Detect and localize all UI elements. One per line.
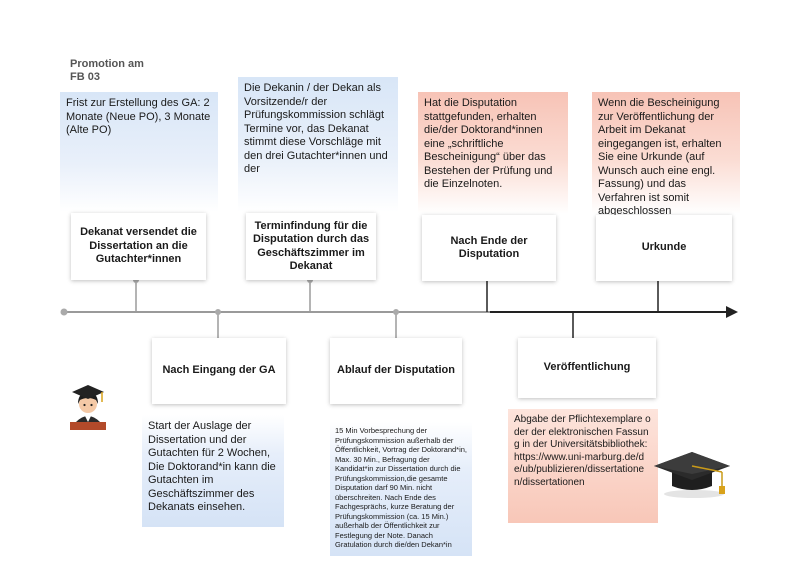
- timeline-start-dot: [60, 308, 68, 316]
- step-description: Hat die Disputation stattgefunden, erhal…: [418, 92, 568, 214]
- timeline-arrowhead: [726, 306, 738, 318]
- connector-dot: [393, 309, 399, 315]
- connector-dot: [215, 309, 221, 315]
- step-description: Die Dekanin / der Dekan als Vorsitzende/…: [238, 77, 398, 212]
- graduate-avatar-icon: [70, 385, 106, 430]
- step-description: Wenn die Bescheinigung zur Veröffentlich…: [592, 92, 740, 217]
- step-heading-card: Dekanat versendet die Dissertation an di…: [71, 213, 206, 280]
- page-title: Promotion am FB 03: [70, 58, 144, 83]
- step-heading-card: Nach Ende der Disputation: [422, 215, 556, 281]
- step-heading-card: Veröffentlichung: [518, 338, 656, 398]
- graduation-cap-icon: [654, 452, 730, 498]
- step-heading-card: Terminfindung für die Disputation durch …: [246, 213, 376, 280]
- step-description: Frist zur Erstellung des GA: 2 Monate (N…: [60, 92, 218, 212]
- step-heading-card: Urkunde: [596, 215, 732, 281]
- step-description: Start der Auslage der Dissertation und d…: [142, 415, 284, 527]
- step-heading-card: Nach Eingang der GA: [152, 338, 286, 404]
- step-heading-card: Ablauf der Disputation: [330, 338, 462, 404]
- step-description: 15 Min Vorbesprechung der Prüfungskommis…: [330, 422, 472, 556]
- step-description: Abgabe der Pflichtexemplare oder der ele…: [508, 409, 658, 523]
